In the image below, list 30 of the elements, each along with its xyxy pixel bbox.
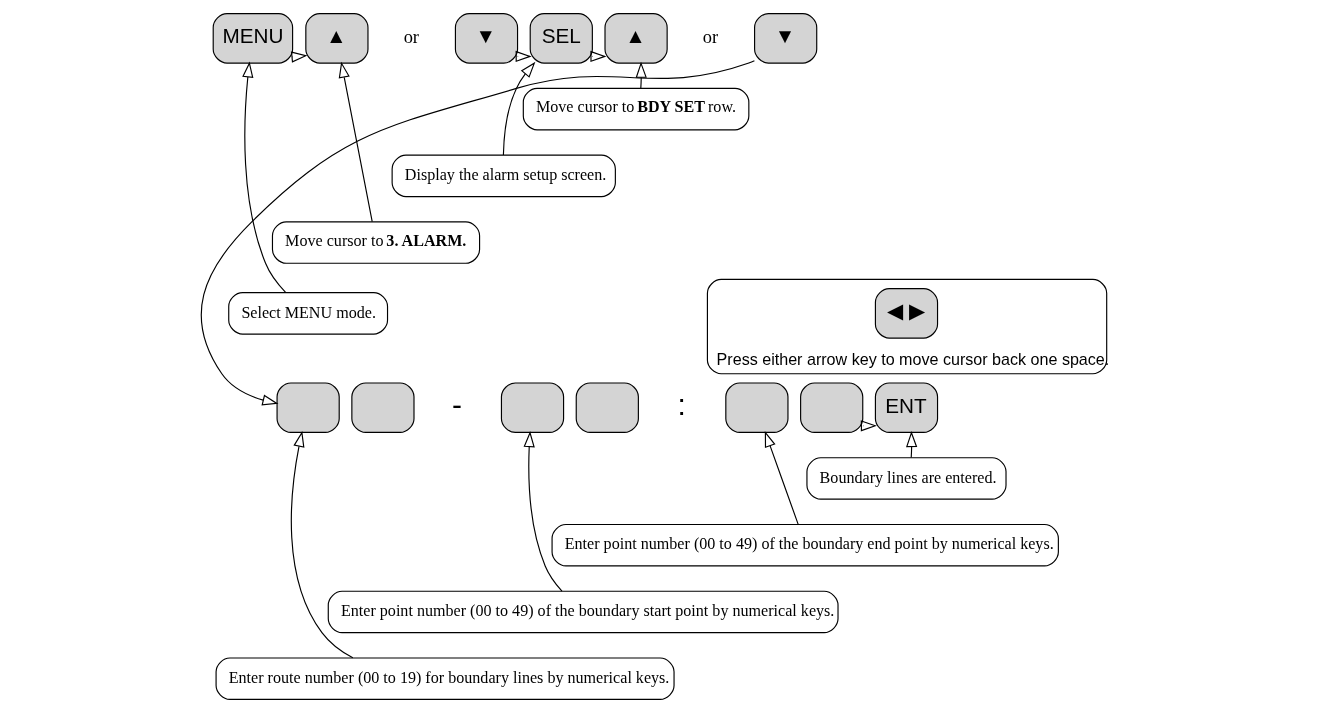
arrow <box>906 430 918 458</box>
node-box: Select MENU mode. <box>228 291 389 335</box>
node-box: Enter route number (00 to 19) for boundary lines by numerical keys. <box>215 656 675 700</box>
node-box <box>351 381 415 433</box>
node-box: Display the alarm setup screen. <box>391 154 616 197</box>
label: - <box>451 387 462 421</box>
node-box: ▲ <box>305 12 369 64</box>
node-box: Move cursor to 3. ALARM. <box>271 220 481 264</box>
node-box: ▲ <box>604 12 668 64</box>
arrow <box>635 61 647 89</box>
node-box: Move cursor to BDY SET row. <box>522 87 750 130</box>
node-box: Boundary lines are entered. <box>806 456 1007 500</box>
node-box: ENT <box>874 381 939 433</box>
label: or <box>702 26 719 47</box>
node-box <box>575 381 639 433</box>
label: : <box>677 387 686 421</box>
arrow <box>502 61 536 155</box>
arrow <box>764 430 799 525</box>
node-box: Enter point number (00 to 49) of the boundary end point by numerical keys. <box>551 523 1059 566</box>
label: or <box>403 26 419 47</box>
node-box: Enter point number (00 to 49) of the boundary start point by numerical keys. <box>327 590 839 633</box>
arrow <box>338 61 373 222</box>
node-box: ▼ <box>754 12 818 64</box>
arrow <box>523 430 563 592</box>
arrow <box>242 60 287 293</box>
node-box: ◀ ▶ <box>874 287 939 339</box>
arrow <box>200 59 755 406</box>
node-box <box>725 381 789 433</box>
node-box <box>500 381 565 433</box>
node-box <box>276 381 340 433</box>
